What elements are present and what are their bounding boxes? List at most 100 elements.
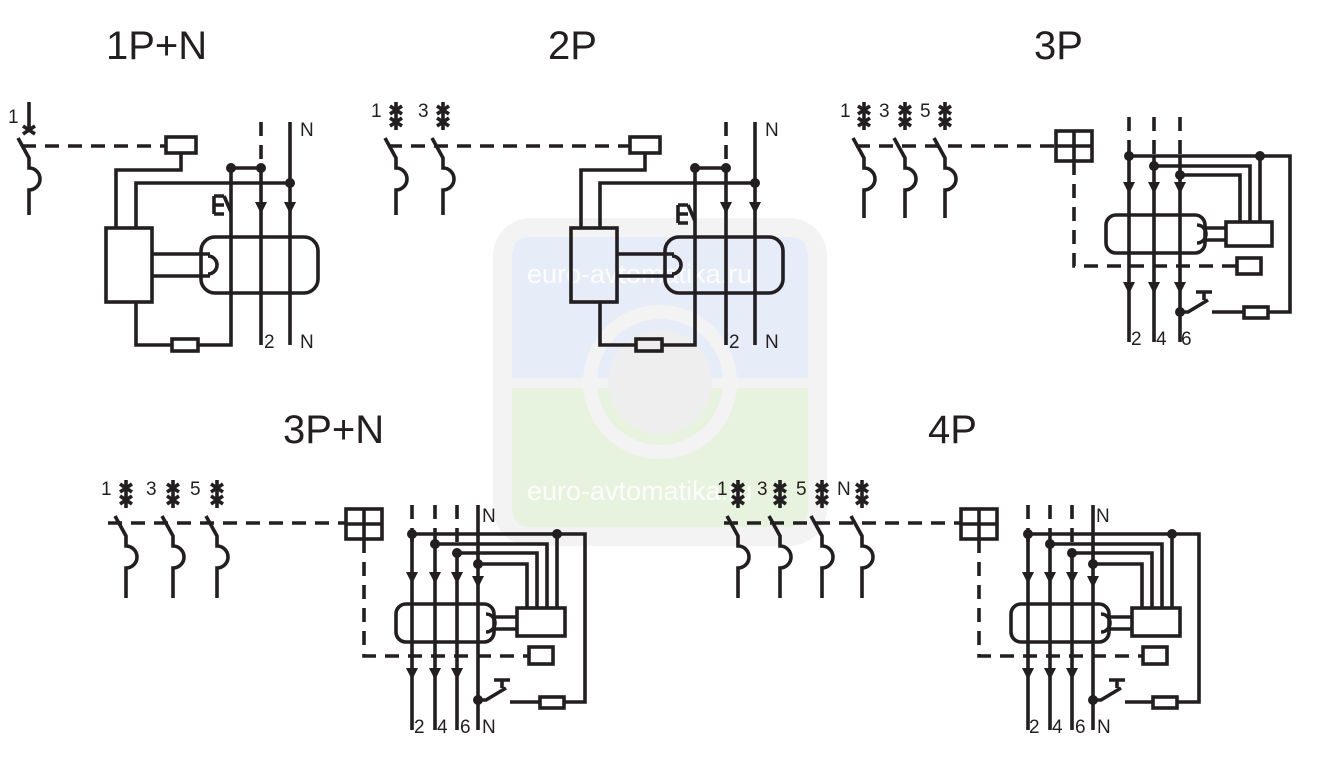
trip-mechanism bbox=[628, 135, 662, 155]
input-label: 5 bbox=[920, 101, 931, 122]
circuit-breaker-pole bbox=[809, 480, 835, 598]
output-label: 6 bbox=[1075, 717, 1086, 738]
input-label: 3 bbox=[146, 479, 157, 500]
trip-actuator bbox=[527, 645, 555, 666]
test-button bbox=[478, 678, 510, 702]
diagram-title-3p: 3P bbox=[1034, 24, 1083, 68]
output-label: 4 bbox=[1052, 717, 1063, 738]
input-label: 1 bbox=[840, 101, 851, 122]
input-label: N bbox=[1096, 506, 1110, 527]
input-label: N bbox=[765, 120, 779, 141]
trip-link bbox=[977, 539, 1143, 658]
wire bbox=[598, 302, 636, 347]
wire bbox=[1260, 154, 1292, 314]
wire bbox=[662, 168, 697, 347]
current-transformer bbox=[663, 235, 785, 295]
core-link bbox=[1100, 612, 1132, 634]
resistor bbox=[1242, 305, 1270, 320]
trip-link bbox=[1072, 161, 1237, 268]
input-label: 3 bbox=[418, 101, 429, 122]
input-label: 5 bbox=[190, 479, 201, 500]
watermark-center bbox=[608, 330, 712, 434]
pole-wires bbox=[410, 534, 480, 730]
trip-actuator bbox=[1141, 645, 1169, 666]
relay-coil bbox=[104, 226, 154, 304]
input-label: N bbox=[482, 506, 496, 527]
input-label: 1 bbox=[101, 479, 112, 500]
output-label: 2 bbox=[729, 332, 740, 353]
wire bbox=[557, 532, 587, 704]
circuit-breaker-pole bbox=[160, 480, 186, 598]
test-button bbox=[212, 194, 233, 216]
input-label: 3 bbox=[757, 479, 768, 500]
diagram-title-4p: 4P bbox=[928, 408, 977, 452]
relay-coil bbox=[569, 226, 619, 304]
wire bbox=[1172, 532, 1201, 704]
pole-wires bbox=[1026, 534, 1095, 730]
input-label: 5 bbox=[796, 479, 807, 500]
output-label: N bbox=[300, 332, 314, 353]
circuit-breaker-pole bbox=[767, 480, 793, 598]
output-label: 2 bbox=[1029, 717, 1040, 738]
resistor bbox=[634, 337, 664, 353]
diagram-title-3p-n: 3P+N bbox=[283, 408, 385, 452]
relay-coil bbox=[515, 606, 567, 638]
pole-dashed bbox=[1127, 117, 1182, 156]
core-link bbox=[1196, 223, 1226, 245]
diagram-3p-n: 1 3 5 N 2 4 6 N bbox=[101, 479, 587, 738]
circuit-breaker-pole bbox=[851, 102, 877, 218]
current-transformer bbox=[199, 235, 320, 295]
core-link bbox=[485, 612, 517, 634]
test-button bbox=[676, 203, 697, 225]
circuit-breaker-pole bbox=[430, 102, 456, 215]
circuit-breaker-pole bbox=[204, 480, 230, 598]
wire bbox=[114, 153, 183, 228]
output-label: N bbox=[765, 332, 779, 353]
output-label: 6 bbox=[460, 717, 471, 738]
wire bbox=[198, 168, 233, 347]
diagram-title-2p: 2P bbox=[548, 24, 597, 68]
sensing-wires bbox=[1129, 154, 1262, 222]
output-label: 2 bbox=[414, 717, 425, 738]
relay-coil bbox=[1224, 220, 1274, 248]
output-label: 2 bbox=[1131, 329, 1142, 350]
watermark-text-top: euro-avtomatika.ru bbox=[527, 259, 752, 289]
wire bbox=[134, 302, 172, 347]
output-label: 4 bbox=[1156, 329, 1167, 350]
trip-actuator bbox=[1235, 256, 1263, 276]
ct-winding bbox=[207, 254, 219, 276]
output-label: N bbox=[1097, 717, 1111, 738]
input-label: 1 bbox=[717, 479, 728, 500]
wire bbox=[134, 181, 290, 228]
resistor bbox=[1151, 695, 1179, 710]
circuit-breaker-pole bbox=[892, 102, 918, 218]
relay-coil bbox=[1130, 606, 1182, 638]
circuit-breaker-pole bbox=[725, 480, 751, 598]
input-label: N bbox=[300, 120, 314, 141]
test-button bbox=[1180, 290, 1212, 314]
output-label: 6 bbox=[1181, 329, 1192, 350]
diagram-4p: 1 3 5 N N 2 4 6 N bbox=[717, 479, 1201, 738]
output-label: 2 bbox=[264, 332, 275, 353]
circuit-breaker-pole bbox=[849, 480, 875, 598]
pole-dashed bbox=[1026, 505, 1074, 544]
input-label: 1 bbox=[8, 107, 19, 128]
trip-mechanism bbox=[164, 135, 198, 155]
input-label: 3 bbox=[879, 101, 890, 122]
diagram-1p-n: 1 N 2 N bbox=[8, 102, 320, 353]
watermark-text-bottom: euro-avtomatika.ru bbox=[527, 476, 752, 506]
diagram-2p: 1 3 N 2 N bbox=[371, 101, 785, 353]
wire bbox=[579, 153, 647, 228]
diagram-3p: 1 3 5 2 4 6 bbox=[840, 101, 1292, 350]
input-label: 1 bbox=[371, 101, 382, 122]
wire bbox=[598, 181, 755, 228]
circuit-breaker-pole bbox=[113, 480, 139, 598]
circuit-breaker-pole bbox=[932, 102, 958, 218]
output-label: 4 bbox=[437, 717, 448, 738]
circuit-breaker-pole bbox=[383, 102, 409, 215]
diagram-title-1p-n: 1P+N bbox=[106, 24, 208, 68]
input-label: N bbox=[837, 479, 851, 500]
ct-winding bbox=[671, 254, 683, 276]
